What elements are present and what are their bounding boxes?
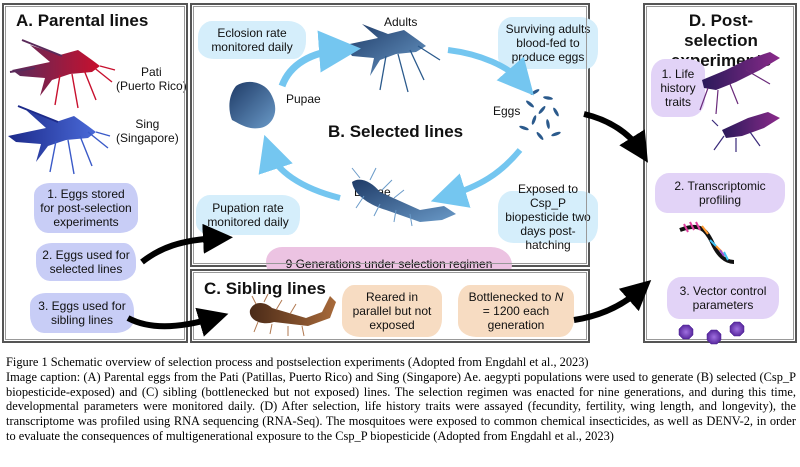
experiment-transcriptomic: 2. Transcriptomic profiling bbox=[655, 173, 785, 213]
population-size-variable: N bbox=[554, 290, 564, 304]
egg-use-selected: 2. Eggs used for selected lines bbox=[36, 243, 136, 281]
note-bottleneck: Bottlenecked to N = 1200 each generation bbox=[458, 285, 574, 337]
strain-sing-label: Sing (Singapore) bbox=[116, 117, 179, 145]
panel-post-selection: D. Post-selection experiments 1. Life hi… bbox=[643, 3, 797, 343]
panel-selected-lines: Eclosion rate monitored daily Adults Sur… bbox=[190, 3, 598, 281]
flow-arrow-to-post-selection bbox=[583, 111, 648, 163]
stage-larvae-label: Larvae bbox=[354, 185, 391, 199]
experiment-life-history: 1. Life history traits bbox=[651, 59, 705, 117]
experiment-vector-control: 3. Vector control parameters bbox=[667, 277, 779, 319]
stage-pupae-label: Pupae bbox=[286, 92, 321, 106]
strain-pati-label: Pati (Puerto Rico) bbox=[116, 65, 187, 93]
stage-adults-label: Adults bbox=[384, 15, 418, 29]
egg-use-stored: 1. Eggs stored for post-selection experi… bbox=[34, 183, 138, 233]
panel-c-title: C. Sibling lines bbox=[204, 279, 326, 298]
schematic-figure: A. Parental lines Pati (Puerto Rico) Sin… bbox=[2, 3, 797, 345]
caption-title: Figure 1 Schematic overview of selection… bbox=[6, 355, 589, 369]
panel-parental-lines: A. Parental lines Pati (Puerto Rico) Sin… bbox=[2, 3, 188, 343]
caption-body: Image caption: (A) Parental eggs from th… bbox=[6, 369, 796, 443]
panel-a-title: A. Parental lines bbox=[16, 11, 149, 30]
note-eclosion: Eclosion rate monitored daily bbox=[198, 21, 306, 59]
panel-sibling-lines: C. Sibling lines Reared in parallel but … bbox=[190, 269, 590, 343]
note-exposed: Exposed to Csp_P biopesticide two days p… bbox=[498, 182, 598, 252]
figure-caption: Figure 1 Schematic overview of selection… bbox=[6, 355, 796, 444]
stage-eggs-label: Eggs bbox=[493, 104, 521, 118]
note-reared-parallel: Reared in parallel but not exposed bbox=[342, 285, 442, 337]
egg-use-sibling: 3. Eggs used for sibling lines bbox=[30, 293, 134, 333]
note-blood-fed: Surviving adults blood-fed to produce eg… bbox=[498, 17, 598, 69]
note-pupation: Pupation rate monitored daily bbox=[196, 195, 300, 235]
panel-b-title: B. Selected lines bbox=[328, 122, 464, 141]
